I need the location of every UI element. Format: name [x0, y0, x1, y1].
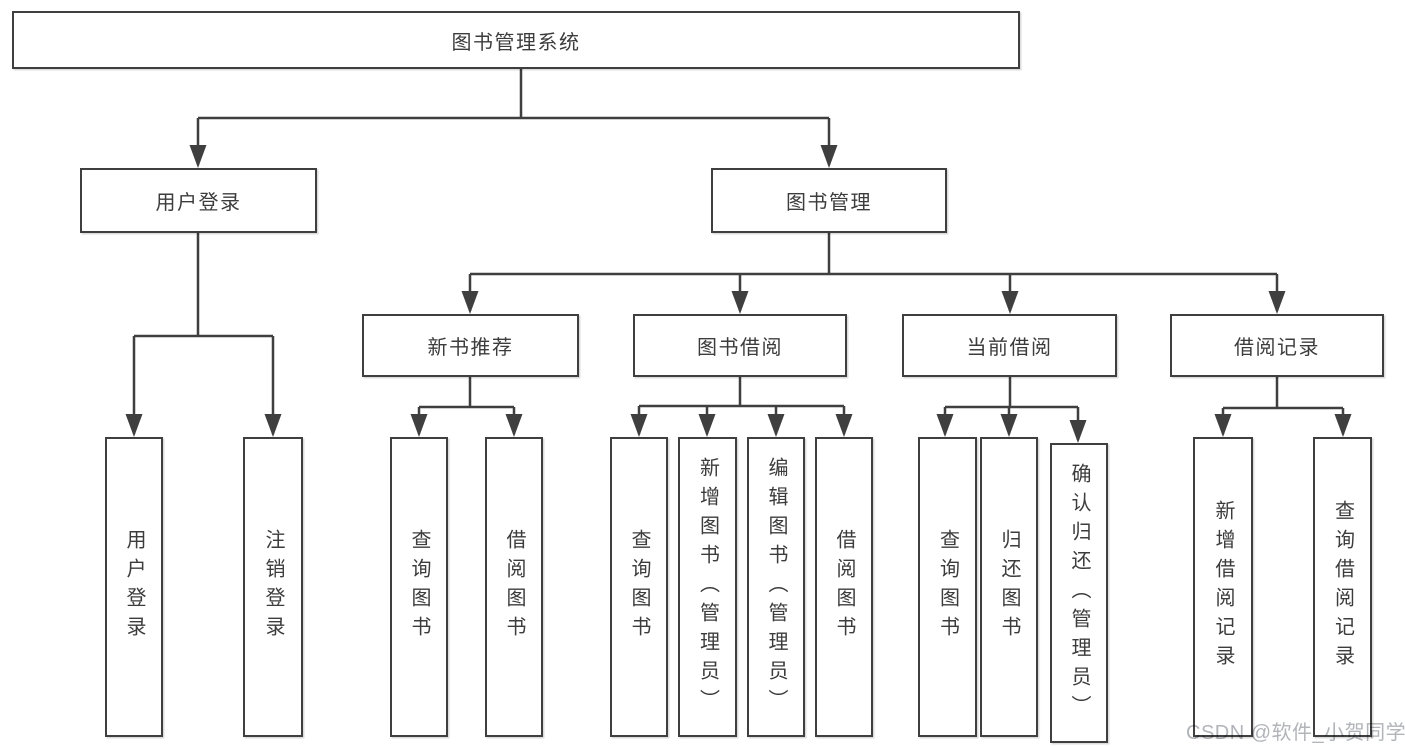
node-library-management-system: 图书管理系统	[12, 11, 1020, 69]
leaf-add-borrow-record: 新增借阅记录	[1193, 437, 1253, 737]
node-current-borrowing: 当前借阅	[902, 314, 1117, 377]
node-label: 用户登录	[123, 529, 145, 645]
node-new-book-recommend: 新书推荐	[362, 314, 579, 377]
leaf-query-books: 查询图书	[390, 437, 448, 737]
csdn-watermark: CSDN @软件_小贺同学	[1186, 722, 1405, 744]
node-book-management: 图书管理	[711, 168, 947, 233]
node-label: 借阅图书	[503, 529, 525, 645]
leaf-borrow-books: 借阅图书	[815, 437, 873, 737]
node-label: 注销登录	[262, 529, 284, 645]
node-user-login: 用户登录	[80, 168, 317, 233]
leaf-return-books: 归还图书	[980, 437, 1038, 737]
leaf-edit-books-admin: 编辑图书（管理员）	[747, 437, 805, 737]
node-label: 借阅图书	[833, 529, 855, 645]
node-label: 图书借阅	[697, 337, 783, 359]
node-label: 确认归还（管理员）	[1068, 462, 1090, 724]
node-borrowing-records: 借阅记录	[1170, 314, 1384, 377]
node-label: 借阅记录	[1234, 337, 1320, 359]
node-label: 查询图书	[408, 529, 430, 645]
node-label: 查询图书	[936, 529, 959, 645]
node-book-borrowing: 图书借阅	[633, 314, 847, 377]
node-label: 新增图书（管理员）	[696, 456, 719, 718]
leaf-add-books-admin: 新增图书（管理员）	[678, 437, 737, 737]
leaf-user-login: 用户登录	[105, 437, 163, 737]
node-label: 归还图书	[998, 529, 1020, 645]
node-label: 新书推荐	[427, 337, 514, 359]
node-label: 编辑图书（管理员）	[765, 456, 787, 718]
node-label: 图书管理	[786, 192, 872, 214]
node-label: 新增借阅记录	[1212, 500, 1234, 674]
node-label: 图书管理系统	[451, 31, 581, 54]
leaf-logout: 注销登录	[243, 437, 303, 737]
leaf-query-books: 查询图书	[610, 437, 668, 737]
leaf-borrow-books: 借阅图书	[485, 437, 543, 737]
node-label: 查询图书	[628, 529, 650, 645]
leaf-query-books: 查询图书	[918, 437, 977, 737]
node-label: 用户登录	[155, 192, 242, 214]
leaf-query-borrow-record: 查询借阅记录	[1313, 437, 1372, 737]
leaf-confirm-return-admin: 确认归还（管理员）	[1050, 443, 1108, 743]
arrow-down-icons	[125, 145, 1352, 443]
node-label: 查询借阅记录	[1331, 500, 1354, 674]
node-label: 当前借阅	[966, 337, 1053, 359]
